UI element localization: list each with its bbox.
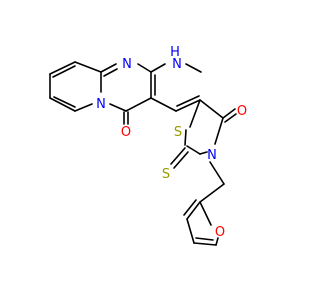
bond xyxy=(176,95,200,107)
bond xyxy=(103,68,118,77)
bond xyxy=(224,113,237,123)
bond xyxy=(49,97,76,112)
bond xyxy=(100,63,117,73)
bridgehead-nitrogen-label: N xyxy=(96,97,106,112)
bond xyxy=(74,103,93,112)
bond xyxy=(183,199,197,216)
bond xyxy=(214,117,224,145)
bond xyxy=(52,65,76,78)
bond xyxy=(185,63,202,73)
amine-nitrogen-label: N xyxy=(172,57,182,72)
atom-label-layer: N N H N O S O N S O xyxy=(96,45,247,240)
structure-svg: N N H N O S O N S O xyxy=(49,45,247,246)
molecule-diagram: N N H N O S O N S O xyxy=(49,45,247,246)
bond xyxy=(186,218,195,244)
bond xyxy=(195,237,214,241)
thione-sulfur-label: S xyxy=(162,167,170,182)
bond xyxy=(209,161,225,185)
bond xyxy=(49,61,76,75)
bond xyxy=(199,183,225,203)
bond xyxy=(184,129,187,146)
bond xyxy=(215,237,219,246)
bond xyxy=(175,99,201,112)
bond xyxy=(150,63,166,73)
ring-sulfur-label: S xyxy=(174,125,182,140)
bond xyxy=(125,97,152,112)
bond xyxy=(193,242,217,246)
carbonyl-oxygen-left-label: O xyxy=(121,125,131,140)
bond xyxy=(150,97,177,112)
thiazolidine-nitrogen-label: N xyxy=(207,148,217,163)
bond xyxy=(137,63,152,73)
bond xyxy=(109,103,127,112)
carbonyl-oxygen-right-label: O xyxy=(237,104,247,119)
bond-layer xyxy=(49,61,237,246)
bond xyxy=(199,99,224,119)
bond xyxy=(170,147,186,165)
ring-nitrogen-label: N xyxy=(122,57,132,72)
bond xyxy=(186,201,201,220)
bond xyxy=(53,96,76,108)
bond xyxy=(186,145,201,155)
bond xyxy=(199,151,208,155)
bond xyxy=(189,99,201,128)
furan-oxygen-label: O xyxy=(215,225,225,240)
bond xyxy=(173,151,189,169)
bond xyxy=(222,108,236,119)
bond xyxy=(74,61,102,73)
bond xyxy=(199,201,212,226)
amine-hydrogen-label: H xyxy=(170,45,180,60)
